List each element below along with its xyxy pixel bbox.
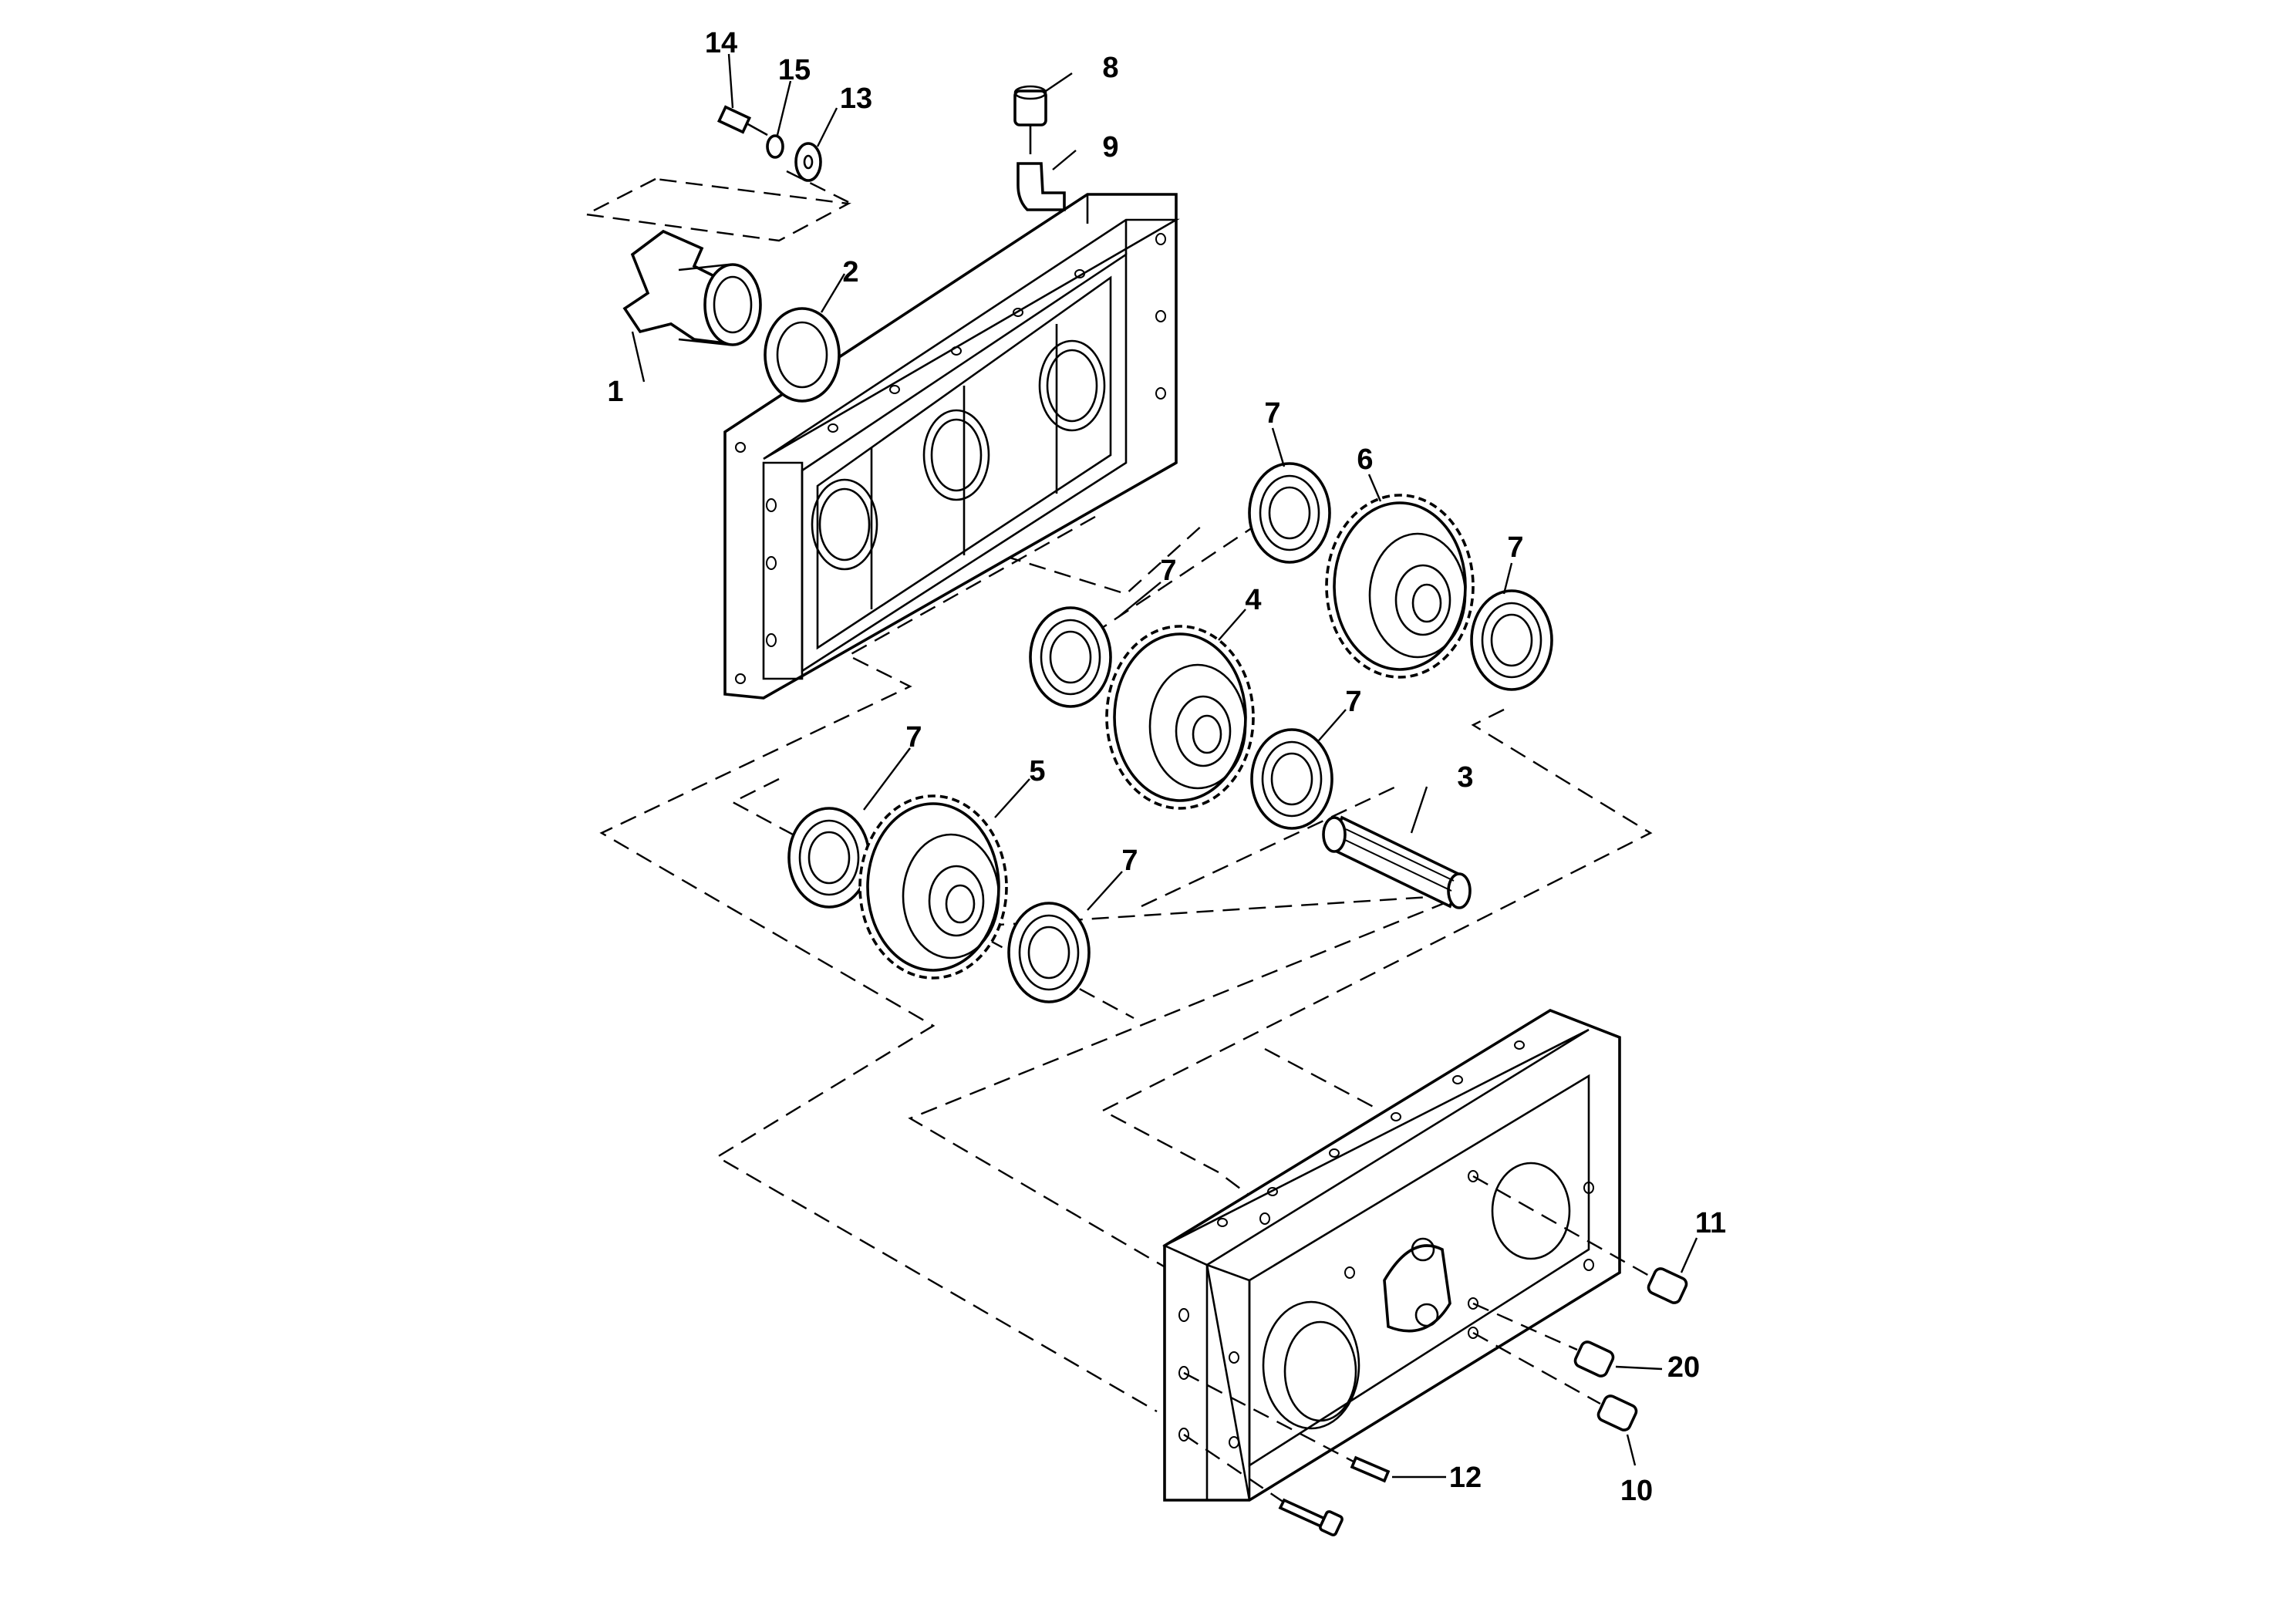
breather-cap xyxy=(1013,85,1047,154)
callout-5: 5 xyxy=(1029,755,1045,787)
callout-8: 8 xyxy=(1102,52,1118,84)
callout-2: 2 xyxy=(842,256,858,288)
callout-9: 9 xyxy=(1102,131,1118,164)
callout-7-upper-right: 7 xyxy=(1264,397,1280,430)
bearing-upper-right xyxy=(1248,462,1331,564)
callout-6: 6 xyxy=(1357,443,1373,476)
bolt-bottom xyxy=(1183,1434,1344,1536)
callout-10: 10 xyxy=(1620,1475,1653,1507)
callout-12: 12 xyxy=(1449,1462,1482,1494)
callout-7-middle-left: 7 xyxy=(1160,555,1176,587)
bearing-lower-right xyxy=(1007,902,1091,1003)
plug-11 xyxy=(1472,1175,1688,1304)
bearing-right xyxy=(1470,589,1553,691)
callout-11: 11 xyxy=(1695,1207,1726,1239)
callout-7-lower-left: 7 xyxy=(905,721,922,754)
plug-20 xyxy=(1472,1302,1615,1378)
leader-lines xyxy=(631,53,1698,1479)
gear-6 xyxy=(1325,494,1475,679)
callout-20: 20 xyxy=(1667,1351,1700,1384)
bearing-middle-right xyxy=(1250,728,1333,830)
lower-gear-housing xyxy=(1162,1008,1621,1502)
callout-7-lower-right: 7 xyxy=(1121,845,1138,877)
callout-1: 1 xyxy=(607,376,623,408)
seal-ring xyxy=(764,307,841,403)
gear-5 xyxy=(858,794,1008,980)
bearing-lower-left xyxy=(787,807,871,909)
callout-labels: 1 2 3 4 5 6 7 7 7 7 7 7 8 9 10 11 12 13 … xyxy=(607,27,1726,1507)
plug-10 xyxy=(1472,1331,1638,1431)
dowel-pin-12 xyxy=(1183,1371,1391,1483)
bolt-washers-top xyxy=(716,105,822,182)
callout-7-middle-right: 7 xyxy=(1345,686,1361,718)
splined-shaft xyxy=(1322,815,1472,909)
callout-14: 14 xyxy=(705,27,737,59)
upper-gear-housing xyxy=(723,193,1180,700)
bearing-middle-left xyxy=(1029,606,1112,708)
flange-yoke xyxy=(622,229,762,346)
callout-4: 4 xyxy=(1245,584,1261,616)
callout-13: 13 xyxy=(840,83,872,115)
gear-4 xyxy=(1105,625,1255,810)
callout-7-right: 7 xyxy=(1507,531,1523,564)
callout-3: 3 xyxy=(1457,761,1473,794)
elbow-fitting xyxy=(1017,162,1066,211)
callout-15: 15 xyxy=(778,54,811,86)
